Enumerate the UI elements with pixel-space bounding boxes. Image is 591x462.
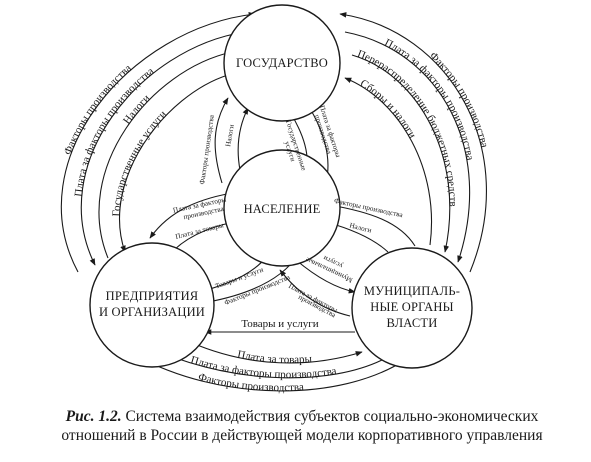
arc-bottom-4	[134, 354, 406, 392]
label-bottom-1: Товары и услуги	[241, 318, 318, 330]
node-state-label: ГОСУДАРСТВО	[236, 56, 328, 70]
arc-left-4	[119, 74, 229, 253]
arc-bottom-3	[159, 351, 383, 379]
arc-left-3	[98, 50, 233, 259]
arrow-pop-mun-3	[295, 259, 356, 294]
node-population: НАСЕЛЕНИЕ	[223, 149, 341, 267]
node-municipal-label-3: ВЛАСТИ	[387, 316, 438, 330]
caption-text-2: отношений в России в действующей модели …	[61, 427, 543, 444]
label-pop-state-2: Налоги	[224, 124, 236, 148]
node-enterprises: ПРЕДПРИЯТИЯ И ОРГАНИЗАЦИИ	[89, 242, 215, 368]
label-pop-mun-2: Налоги	[349, 221, 373, 234]
arc-right-3	[351, 54, 451, 253]
node-municipal-label-1: МУНИЦИПАЛЬ-	[364, 284, 460, 298]
arc-right-1	[339, 12, 487, 273]
node-enterprises-label-2: И ОРГАНИЗАЦИИ	[99, 305, 205, 319]
arc-right-4	[344, 77, 432, 246]
node-population-label: НАСЕЛЕНИЕ	[244, 202, 321, 216]
label-pop-ent-2: Плата за товары	[175, 221, 225, 241]
figure-caption: Рис. 1.2. Система взаимодействия субъект…	[22, 407, 582, 445]
node-municipal: МУНИЦИПАЛЬ- НЫЕ ОРГАНЫ ВЛАСТИ	[351, 247, 473, 369]
node-enterprises-label-1: ПРЕДПРИЯТИЯ	[106, 289, 199, 303]
arc-right-2	[344, 31, 471, 263]
arrow-pop-mun-4	[279, 269, 351, 317]
interaction-diagram: ГОСУДАРСТВО НАСЕЛЕНИЕ ПРЕДПРИЯТИЯ И ОРГА…	[60, 4, 490, 394]
label-pop-state-1: Факторы производства	[198, 114, 216, 185]
arc-left-2	[80, 31, 246, 266]
arrow-pop-mun-1	[329, 203, 416, 247]
label-outer-left-4: Государственные услуги	[111, 108, 170, 217]
caption-text-1: Система взаимодействия субъектов социаль…	[125, 408, 539, 425]
figure-number: Рис. 1.2.	[65, 408, 122, 425]
arrow-pop-state-1	[214, 97, 229, 184]
node-state: ГОСУДАРСТВО	[223, 4, 341, 122]
arc-bottom-2	[189, 341, 363, 364]
arc-left-1	[60, 11, 256, 273]
node-municipal-label-2: НЫЕ ОРГАНЫ	[370, 300, 454, 314]
label-bottom-2: Плата за товары	[236, 348, 313, 366]
arrow-pop-state-2	[237, 107, 249, 171]
